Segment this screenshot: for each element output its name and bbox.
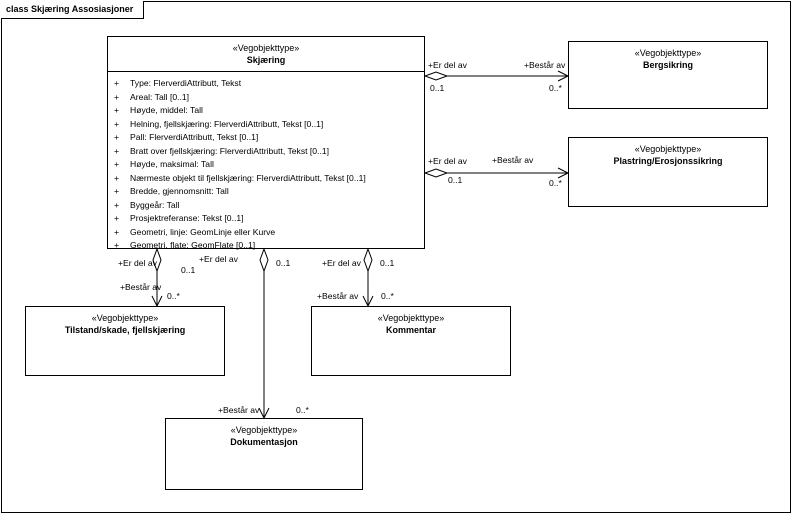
attribute-text: Høyde, maksimal: Tall xyxy=(130,159,214,169)
class-tilstand[interactable]: «Vegobjekttype» Tilstand/skade, fjellskj… xyxy=(25,306,225,376)
attribute-visibility: + xyxy=(114,226,120,237)
multiplicity-label: 0..1 xyxy=(430,83,445,93)
multiplicity-label: 0..* xyxy=(167,291,180,301)
attribute-visibility: + xyxy=(114,145,120,156)
multiplicity-label: 0..* xyxy=(381,291,394,301)
attribute-visibility: + xyxy=(114,213,120,223)
role-label-er-del-av: +Er del av xyxy=(428,60,467,70)
attribute-text: Nærmeste objekt til fjellskjæring: Flerv… xyxy=(130,172,366,183)
multiplicity-label: 0..* xyxy=(549,83,562,93)
attribute-text: Bratt over fjellskjæring: FlerverdiAttri… xyxy=(130,145,329,156)
attribute-row: + Areal: Tall [0..1] xyxy=(114,91,424,105)
class-name: Skjæring xyxy=(246,55,286,65)
class-stereotype: «Vegobjekttype» xyxy=(232,43,300,53)
attribute-visibility: + xyxy=(114,105,120,115)
attribute-text: Areal: Tall [0..1] xyxy=(130,91,190,102)
class-stereotype: «Vegobjekttype» xyxy=(634,48,702,58)
role-label-er-del-av: +Er del av xyxy=(199,254,238,264)
class-name: Plastring/Erosjonssikring xyxy=(613,156,723,166)
attribute-text: Geometri, linje: GeomLinje eller Kurve xyxy=(130,226,276,237)
role-label-bestar-av: +Består av xyxy=(317,291,359,301)
multiplicity-label: 0..1 xyxy=(448,175,463,185)
assoc-plastring-diamond xyxy=(423,168,449,178)
attribute-text: Helning, fjellskjæring: FlerverdiAttribu… xyxy=(130,118,324,129)
multiplicity-label: 0..1 xyxy=(276,258,291,268)
class-dokumentasjon[interactable]: «Vegobjekttype» Dokumentasjon xyxy=(165,418,363,490)
multiplicity-label: 0..1 xyxy=(380,258,395,268)
role-label-bestar-av: +Består av xyxy=(492,155,534,165)
attribute-row: + Helning, fjellskjæring: FlerverdiAttrib… xyxy=(114,118,424,132)
attribute-visibility: + xyxy=(114,199,120,210)
role-label-er-del-av: +Er del av xyxy=(322,258,361,268)
attribute-list: + Type: FlerverdiAttributt, Tekst + Areal: … xyxy=(114,77,424,253)
attribute-text: Bredde, gjennomsnitt: Tall xyxy=(130,186,229,196)
attribute-compartment-divider xyxy=(108,71,424,72)
attribute-row: + Geometri, flate: GeomFlate [0..1] xyxy=(114,239,424,253)
multiplicity-label: 0..* xyxy=(549,178,562,188)
frame-title: class Skjæring Assosiasjoner xyxy=(1,1,145,19)
attribute-visibility: + xyxy=(114,78,120,88)
role-label-er-del-av: +Er del av xyxy=(118,258,157,268)
class-name: Dokumentasjon xyxy=(230,437,298,447)
class-kommentar[interactable]: «Vegobjekttype» Kommentar xyxy=(311,306,511,376)
attribute-visibility: + xyxy=(114,172,120,183)
multiplicity-label: 0..1 xyxy=(181,265,196,275)
attribute-visibility: + xyxy=(114,118,120,129)
attribute-row: + Bratt over fjellskjæring: FlerverdiAttr… xyxy=(114,145,424,159)
attribute-row: + Høyde, middel: Tall xyxy=(114,104,424,118)
attribute-row: + Høyde, maksimal: Tall xyxy=(114,158,424,172)
attribute-visibility: + xyxy=(114,132,120,142)
attribute-visibility: + xyxy=(114,91,120,102)
attribute-row: + Bredde, gjennomsnitt: Tall xyxy=(114,185,424,199)
attribute-text: Prosjektreferanse: Tekst [0..1] xyxy=(130,213,244,223)
multiplicity-label: 0..* xyxy=(296,405,309,415)
attribute-row: + Nærmeste objekt til fjellskjæring: Fler… xyxy=(114,172,424,186)
attribute-visibility: + xyxy=(114,186,120,196)
attribute-row: + Geometri, linje: GeomLinje eller Kurve xyxy=(114,226,424,240)
attribute-text: Geometri, flate: GeomFlate [0..1] xyxy=(130,240,256,250)
class-skjaering[interactable]: «Vegobjekttype» Skjæring + Type: Flerverd… xyxy=(107,36,425,250)
class-stereotype: «Vegobjekttype» xyxy=(91,313,159,323)
attribute-row: + Prosjektreferanse: Tekst [0..1] xyxy=(114,212,424,226)
attribute-text: Pall: FlerverdiAttributt, Tekst [0..1] xyxy=(130,132,259,142)
attribute-visibility: + xyxy=(114,240,120,250)
role-label-bestar-av: +Består av xyxy=(218,405,260,415)
role-label-er-del-av: +Er del av xyxy=(428,156,467,166)
attribute-text: Type: FlerverdiAttributt, Tekst xyxy=(130,78,242,88)
role-label-bestar-av: +Består av xyxy=(120,282,162,292)
class-stereotype: «Vegobjekttype» xyxy=(230,425,298,435)
attribute-row: + Type: FlerverdiAttributt, Tekst xyxy=(114,77,424,91)
class-stereotype: «Vegobjekttype» xyxy=(377,313,445,323)
role-label-bestar-av: +Består av xyxy=(524,60,566,70)
class-name: Bergsikring xyxy=(642,60,693,70)
class-stereotype: «Vegobjekttype» xyxy=(634,144,702,154)
attribute-visibility: + xyxy=(114,159,120,169)
attribute-text: Høyde, middel: Tall xyxy=(130,105,203,115)
attribute-text: Byggeår: Tall xyxy=(130,199,180,210)
attribute-row: + Byggeår: Tall xyxy=(114,199,424,213)
assoc-bergsikring-diamond xyxy=(423,71,449,81)
class-name: Tilstand/skade, fjellskjæring xyxy=(64,325,186,335)
attribute-row: + Pall: FlerverdiAttributt, Tekst [0..1] xyxy=(114,131,424,145)
class-bergsikring[interactable]: «Vegobjekttype» Bergsikring xyxy=(568,41,768,109)
class-name: Kommentar xyxy=(385,325,436,335)
class-plastring[interactable]: «Vegobjekttype» Plastring/Erosjonssikrin… xyxy=(568,137,768,207)
